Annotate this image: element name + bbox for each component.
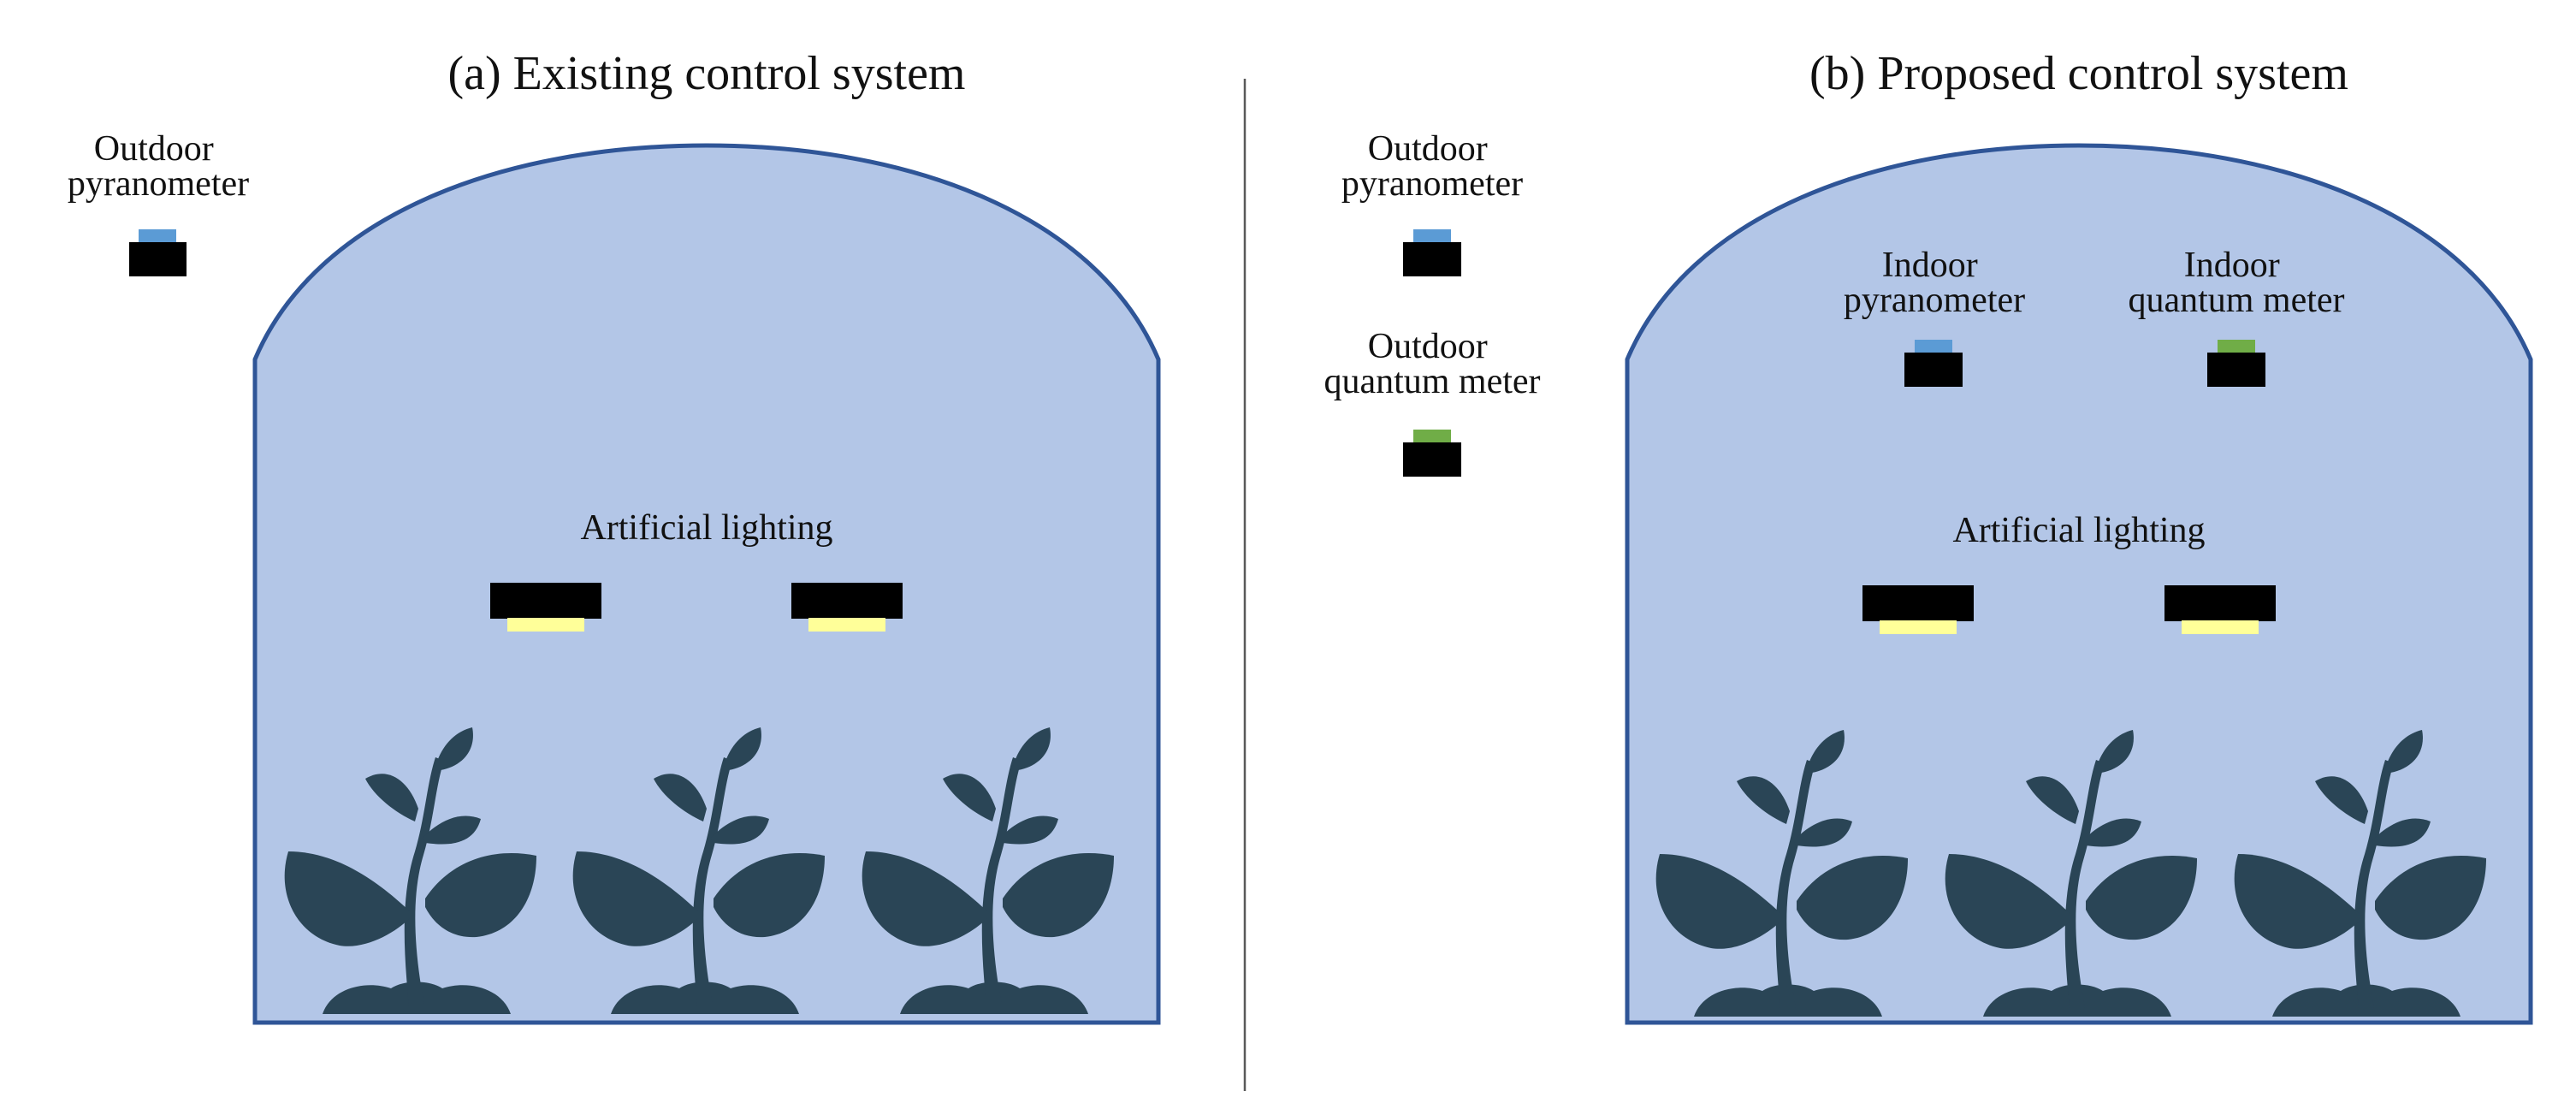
outdoor-pyranometer-label: Outdoor pyranometer	[1341, 129, 1523, 204]
lamp-right-b	[2164, 585, 2276, 634]
pyranometer-icon	[1904, 340, 1963, 387]
panel-b-title: (b) Proposed control system	[1809, 47, 2348, 100]
quantum-meter-icon	[2207, 340, 2265, 387]
pyranometer-icon	[1403, 229, 1461, 276]
outdoor-pyranometer-label: Outdoor pyranometer	[68, 129, 249, 204]
lamp-left-b	[1862, 585, 1974, 634]
label-line-1: Outdoor	[94, 129, 214, 169]
label-line-1: Indoor	[1882, 246, 1978, 285]
indoor-quantum-meter-label: Indoor quantum meter	[2128, 246, 2344, 320]
label-line-2: pyranometer	[68, 164, 249, 204]
pyranometer-icon	[129, 229, 187, 276]
greenhouse-a	[252, 143, 1161, 1025]
outdoor-pyranometer-a: Outdoor pyranometer	[68, 129, 249, 276]
indoor-pyranometer-label: Indoor pyranometer	[1844, 246, 2025, 320]
quantum-meter-icon	[1403, 430, 1461, 477]
label-line-1: Outdoor	[1368, 129, 1488, 169]
outdoor-pyranometer-b: Outdoor pyranometer	[1341, 129, 1523, 276]
label-line-1: Outdoor	[1368, 327, 1488, 366]
outdoor-quantum-meter-label: Outdoor quantum meter	[1324, 327, 1540, 401]
artificial-lighting-label-a: Artificial lighting	[580, 508, 832, 548]
panel-proposed-system: (b) Proposed control system Outdoor pyra…	[1324, 47, 2533, 1025]
artificial-lighting-label-b: Artificial lighting	[1952, 511, 2205, 550]
lamp-right-a	[791, 583, 903, 632]
panel-a-title: (a) Existing control system	[447, 47, 965, 100]
greenhouse-b	[1625, 143, 2533, 1025]
label-line-1: Indoor	[2184, 246, 2280, 285]
label-line-2: pyranometer	[1844, 281, 2025, 320]
outdoor-quantum-meter-b: Outdoor quantum meter	[1324, 327, 1541, 477]
lamp-left-a	[490, 583, 601, 632]
panel-existing-system: (a) Existing control system Outdoor pyra…	[68, 47, 1161, 1025]
indoor-pyranometer-b: Indoor pyranometer	[1844, 246, 2025, 387]
label-line-2: quantum meter	[2128, 281, 2344, 320]
label-line-2: quantum meter	[1324, 362, 1540, 401]
label-line-2: pyranometer	[1341, 164, 1523, 204]
indoor-quantum-meter-b: Indoor quantum meter	[2128, 246, 2345, 387]
